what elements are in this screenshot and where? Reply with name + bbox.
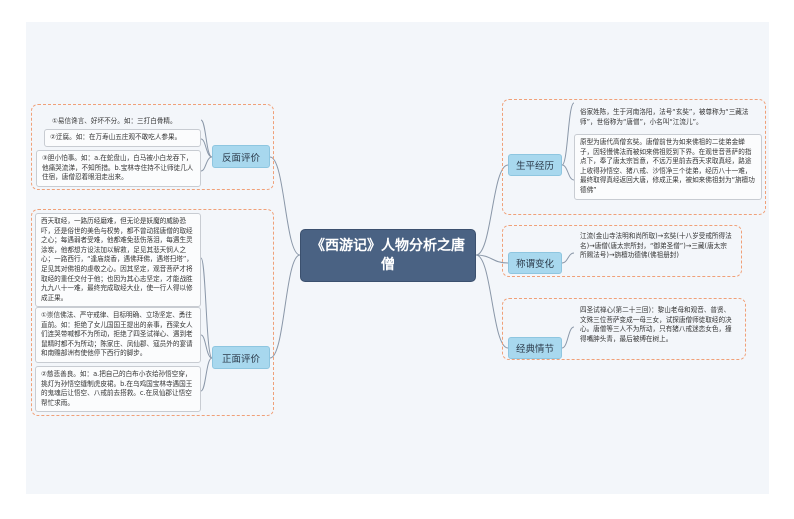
plot-group [502,298,746,360]
negative-item-1: ①易信谗言、好坏不分。如：三打白骨精。 [52,117,177,125]
positive-group [31,209,274,416]
negative-item-2: ②迂腐。如：在万寿山五庄观不敢吃人参果。 [44,129,201,147]
link-root-negative [269,156,301,256]
branch-negative[interactable]: 反面评价 [212,145,270,168]
title-group [502,225,742,277]
life-item-1: 俗家姓陈，生于河南洛阳，法号“玄奘”，被尊称为“三藏法师”，世俗称为“唐僧”，小… [580,108,749,126]
branch-title[interactable]: 称谓变化 [508,252,562,274]
branch-positive[interactable]: 正面评价 [212,346,270,369]
central-topic-title: 《西游记》人物分析之唐僧 [311,237,465,273]
link-root-positive [269,254,301,359]
title-item-1: 江流(金山寺法明和尚所取)→玄奘(十八岁受戒所得法名)→唐僧(唐太宗所封，“御弟… [580,232,732,260]
link-root-plot [475,254,509,349]
link-root-title [475,254,509,264]
branch-life[interactable]: 生平经历 [508,154,562,176]
positive-item-1: 西天取经，一路历经磨难，但无论是妖魔的威胁恐吓，还是俗世的美色与权势，都不曾动摇… [35,213,201,308]
positive-item-2: ①崇信佛法、严守戒律、目标明确、立场坚定、勇往直前。如：拒绝了女儿国国王提出的亲… [35,307,201,363]
central-topic[interactable]: 《西游记》人物分析之唐僧 [300,229,476,282]
plot-item-1: 四圣试禅心(第二十三回)：黎山老母和观音、普贤、文殊三位菩萨变成一母三女，试探唐… [580,306,732,343]
link-root-life [475,164,509,256]
life-item-2: 原型为唐代高僧玄奘。唐僧前世为如来佛祖的二徒弟金蝉子，因轻慢佛法而被如来佛祖贬到… [574,134,762,200]
negative-group [31,104,274,190]
negative-item-3: ③胆小怕事。如：a.在蛇盘山，白马被小白龙吞下，他痛哭流涕，不知所措。b.宝林寺… [36,150,201,187]
branch-plot[interactable]: 经典情节 [508,337,562,359]
positive-item-3: ②慈悲善良。如：a.把自己的白布小衣给孙悟空穿，挑灯为孙悟空缝制虎皮裙。b.在乌… [35,366,201,413]
life-group [502,99,766,215]
